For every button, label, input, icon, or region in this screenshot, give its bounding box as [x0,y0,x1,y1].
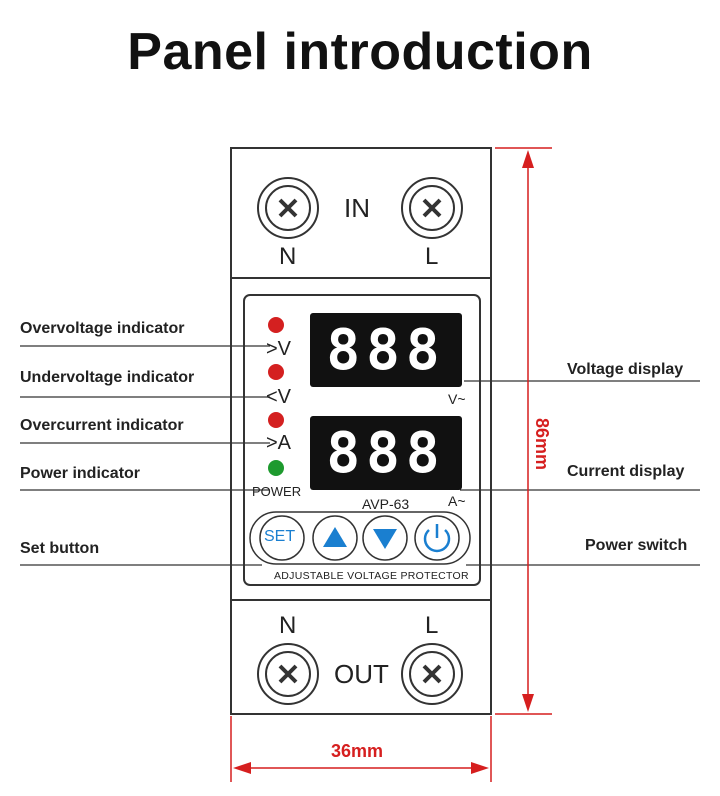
voltage-digits: 888 [326,317,446,383]
current-unit: A~ [448,493,466,509]
voltage-display: 888 [310,313,462,387]
bottom-n-label: N [279,612,297,639]
set-button-ring [259,515,305,561]
model-label: AVP-63 [362,496,410,512]
callout-overcurrent: Overcurrent indicator [20,417,184,434]
top-n-label: N [279,243,297,270]
down-arrow-icon [373,529,397,549]
callout-undervoltage: Undervoltage indicator [20,369,195,386]
overvoltage-label: >V [266,338,292,360]
callout-voltage-display: Voltage display [567,361,684,378]
overcurrent-label: >A [266,432,292,454]
height-dimension: 86mm [532,418,552,471]
button-frame [249,511,471,565]
set-button[interactable]: SET [264,528,296,545]
callout-power-indicator: Power indicator [20,465,141,482]
product-name: ADJUSTABLE VOLTAGE PROTECTOR [274,570,469,582]
arrow-left-icon [233,762,251,774]
terminal-screw-icon [401,177,463,239]
callout-current-display: Current display [567,463,685,480]
undervoltage-led [268,364,284,380]
current-display: 888 [310,416,462,490]
bottom-l-label: L [425,612,439,639]
callout-set-button: Set button [20,540,100,557]
top-l-label: L [425,243,439,270]
terminal-screw-icon [257,643,319,705]
overvoltage-led [268,317,284,333]
current-digits: 888 [326,420,446,486]
power-icon [423,524,451,553]
callout-power-switch: Power switch [585,537,688,554]
overcurrent-led [268,412,284,428]
up-arrow-icon [323,527,347,547]
callout-overvoltage: Overvoltage indicator [20,320,185,337]
width-dimension: 36mm [331,741,384,761]
power-led [268,460,284,476]
arrow-right-icon [471,762,489,774]
power-label: POWER [252,484,302,499]
arrow-down-icon [522,694,534,712]
out-label: OUT [334,659,389,689]
in-label: IN [344,193,370,223]
terminal-screw-icon [257,177,319,239]
voltage-unit: V~ [448,391,466,407]
terminal-screw-icon [401,643,463,705]
undervoltage-label: <V [266,386,292,408]
arrow-up-icon [522,150,534,168]
page-title: Panel introduction [127,23,593,81]
